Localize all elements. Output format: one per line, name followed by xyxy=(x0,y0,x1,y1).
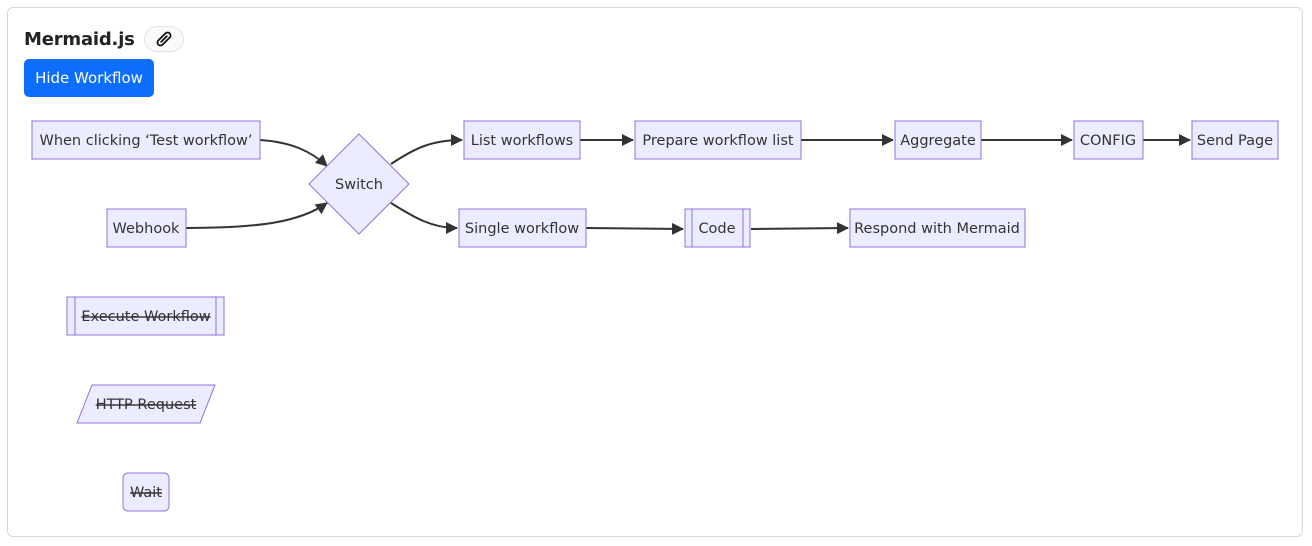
edge-code-respond xyxy=(750,222,849,235)
node-list-workflows[interactable]: List workflows xyxy=(463,120,581,160)
node-http-request[interactable]: HTTP Request xyxy=(76,384,216,424)
node-prepare-workflow-list[interactable]: Prepare workflow list xyxy=(634,120,802,160)
node-send-page[interactable]: Send Page xyxy=(1191,120,1279,160)
edge-webhook-switch xyxy=(185,202,328,229)
node-trigger[interactable]: When clicking ‘Test workflow’ xyxy=(31,120,261,160)
node-respond-with-mermaid[interactable]: Respond with Mermaid xyxy=(849,208,1026,248)
header: Mermaid.js xyxy=(24,25,184,53)
node-config-label: CONFIG xyxy=(1080,133,1136,149)
page-title: Mermaid.js xyxy=(24,28,135,50)
paperclip-icon xyxy=(156,31,172,47)
node-code[interactable]: Code xyxy=(684,208,751,248)
node-switch-label: Switch xyxy=(335,177,383,193)
edge-switch-list xyxy=(390,134,463,165)
node-config[interactable]: CONFIG xyxy=(1073,120,1144,160)
node-send-label: Send Page xyxy=(1197,133,1273,149)
node-wait-label: Wait xyxy=(130,485,162,501)
node-aggregate[interactable]: Aggregate xyxy=(894,120,982,160)
edge-trigger-switch xyxy=(259,139,328,167)
edge-switch-single xyxy=(390,202,458,234)
node-single-workflow[interactable]: Single workflow xyxy=(458,208,587,248)
node-list-label: List workflows xyxy=(471,133,573,149)
edge-single-code xyxy=(585,222,684,235)
node-trigger-label: When clicking ‘Test workflow’ xyxy=(39,133,252,149)
copy-link-button[interactable] xyxy=(143,26,184,52)
node-respond-label: Respond with Mermaid xyxy=(854,221,1020,237)
node-http-label: HTTP Request xyxy=(96,397,197,413)
node-prepare-label: Prepare workflow list xyxy=(642,133,793,149)
node-webhook-label: Webhook xyxy=(113,221,181,237)
node-wait[interactable]: Wait xyxy=(122,472,170,512)
node-execute-workflow[interactable]: Execute Workflow xyxy=(66,296,225,336)
node-aggregate-label: Aggregate xyxy=(900,133,976,149)
mermaid-card xyxy=(7,7,1303,537)
node-switch[interactable]: Switch xyxy=(308,133,410,235)
node-webhook[interactable]: Webhook xyxy=(106,208,187,248)
node-execute-label: Execute Workflow xyxy=(81,309,210,325)
node-code-label: Code xyxy=(698,221,735,237)
hide-workflow-button[interactable]: Hide Workflow xyxy=(24,59,154,97)
node-single-label: Single workflow xyxy=(465,221,579,237)
